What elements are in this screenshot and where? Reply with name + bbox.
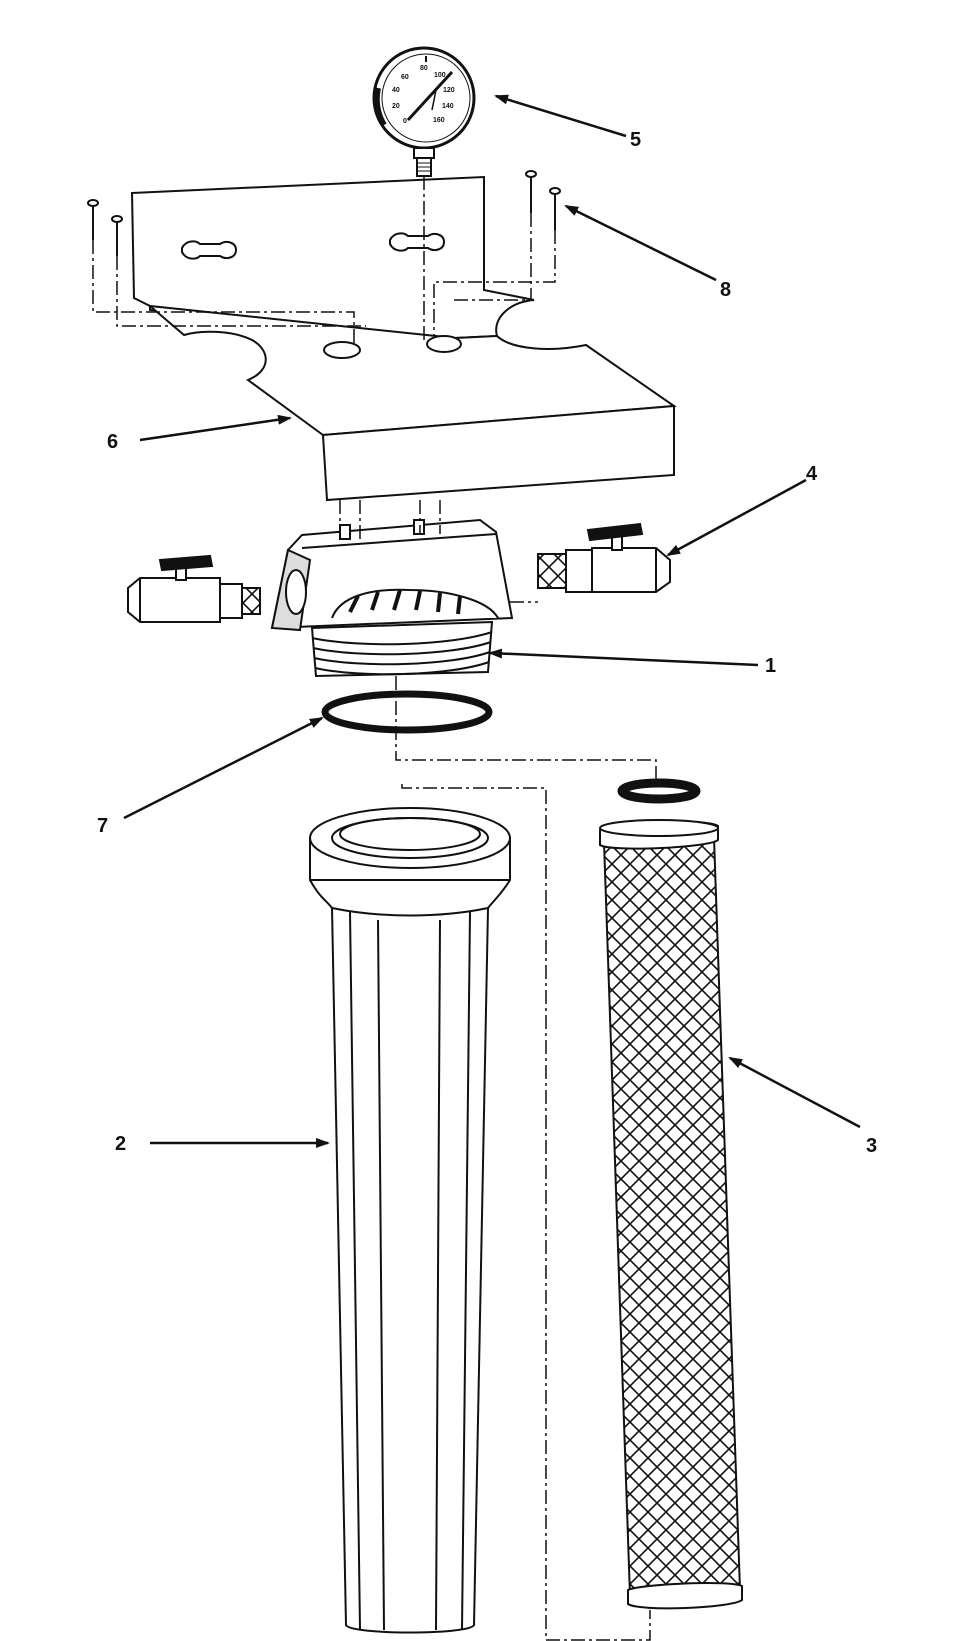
assembly-lines: [92, 176, 657, 1641]
callout-2: 2: [115, 1133, 127, 1155]
callout-6: 6: [107, 431, 119, 453]
housing-sump: [309, 807, 511, 1634]
callout-5: 5: [630, 129, 642, 151]
mounting-screws: [87, 170, 561, 256]
callout-8: 8: [720, 279, 732, 301]
leader-arrow-5: [494, 94, 627, 138]
screw: [549, 187, 561, 230]
screw: [111, 215, 123, 256]
callout-7: 7: [97, 815, 109, 837]
gauge-tick-label: 20: [392, 103, 400, 110]
leader-arrows: [123, 94, 861, 1148]
gauge-tick-label: 80: [420, 65, 428, 72]
gauge-tick-label: 60: [401, 74, 409, 81]
leader-arrow-8: [564, 204, 717, 282]
gauge-tick-label: 140: [442, 103, 454, 110]
mounting-bracket: [130, 175, 677, 502]
pressure-gauge: [372, 46, 476, 177]
leader-arrow-6: [139, 414, 292, 442]
leader-arrow-3: [728, 1056, 861, 1129]
gauge-tick-label: 40: [392, 87, 400, 94]
screw: [525, 170, 537, 213]
screw: [87, 199, 99, 240]
inlet-valve: [127, 554, 261, 623]
callout-3: 3: [866, 1135, 878, 1157]
gauge-tick-label: 160: [433, 117, 445, 124]
gauge-tick-label: 120: [443, 87, 455, 94]
outlet-valve: [537, 522, 671, 593]
callout-1: 1: [765, 655, 777, 677]
callout-4: 4: [806, 463, 818, 485]
leader-arrow-7: [123, 716, 324, 820]
filter-cartridge: [599, 819, 743, 1610]
cartridge-gasket: [617, 778, 701, 804]
gauge-tick-label: 0: [403, 118, 407, 125]
filter-head: [270, 518, 514, 678]
gauge-tick-label: 100: [434, 72, 446, 79]
leader-arrow-4: [666, 478, 807, 557]
leader-arrow-1: [488, 648, 759, 667]
gauge-scale: 0 20 40 60 80 100 120 140 160: [392, 65, 455, 125]
o-ring: [321, 690, 493, 734]
